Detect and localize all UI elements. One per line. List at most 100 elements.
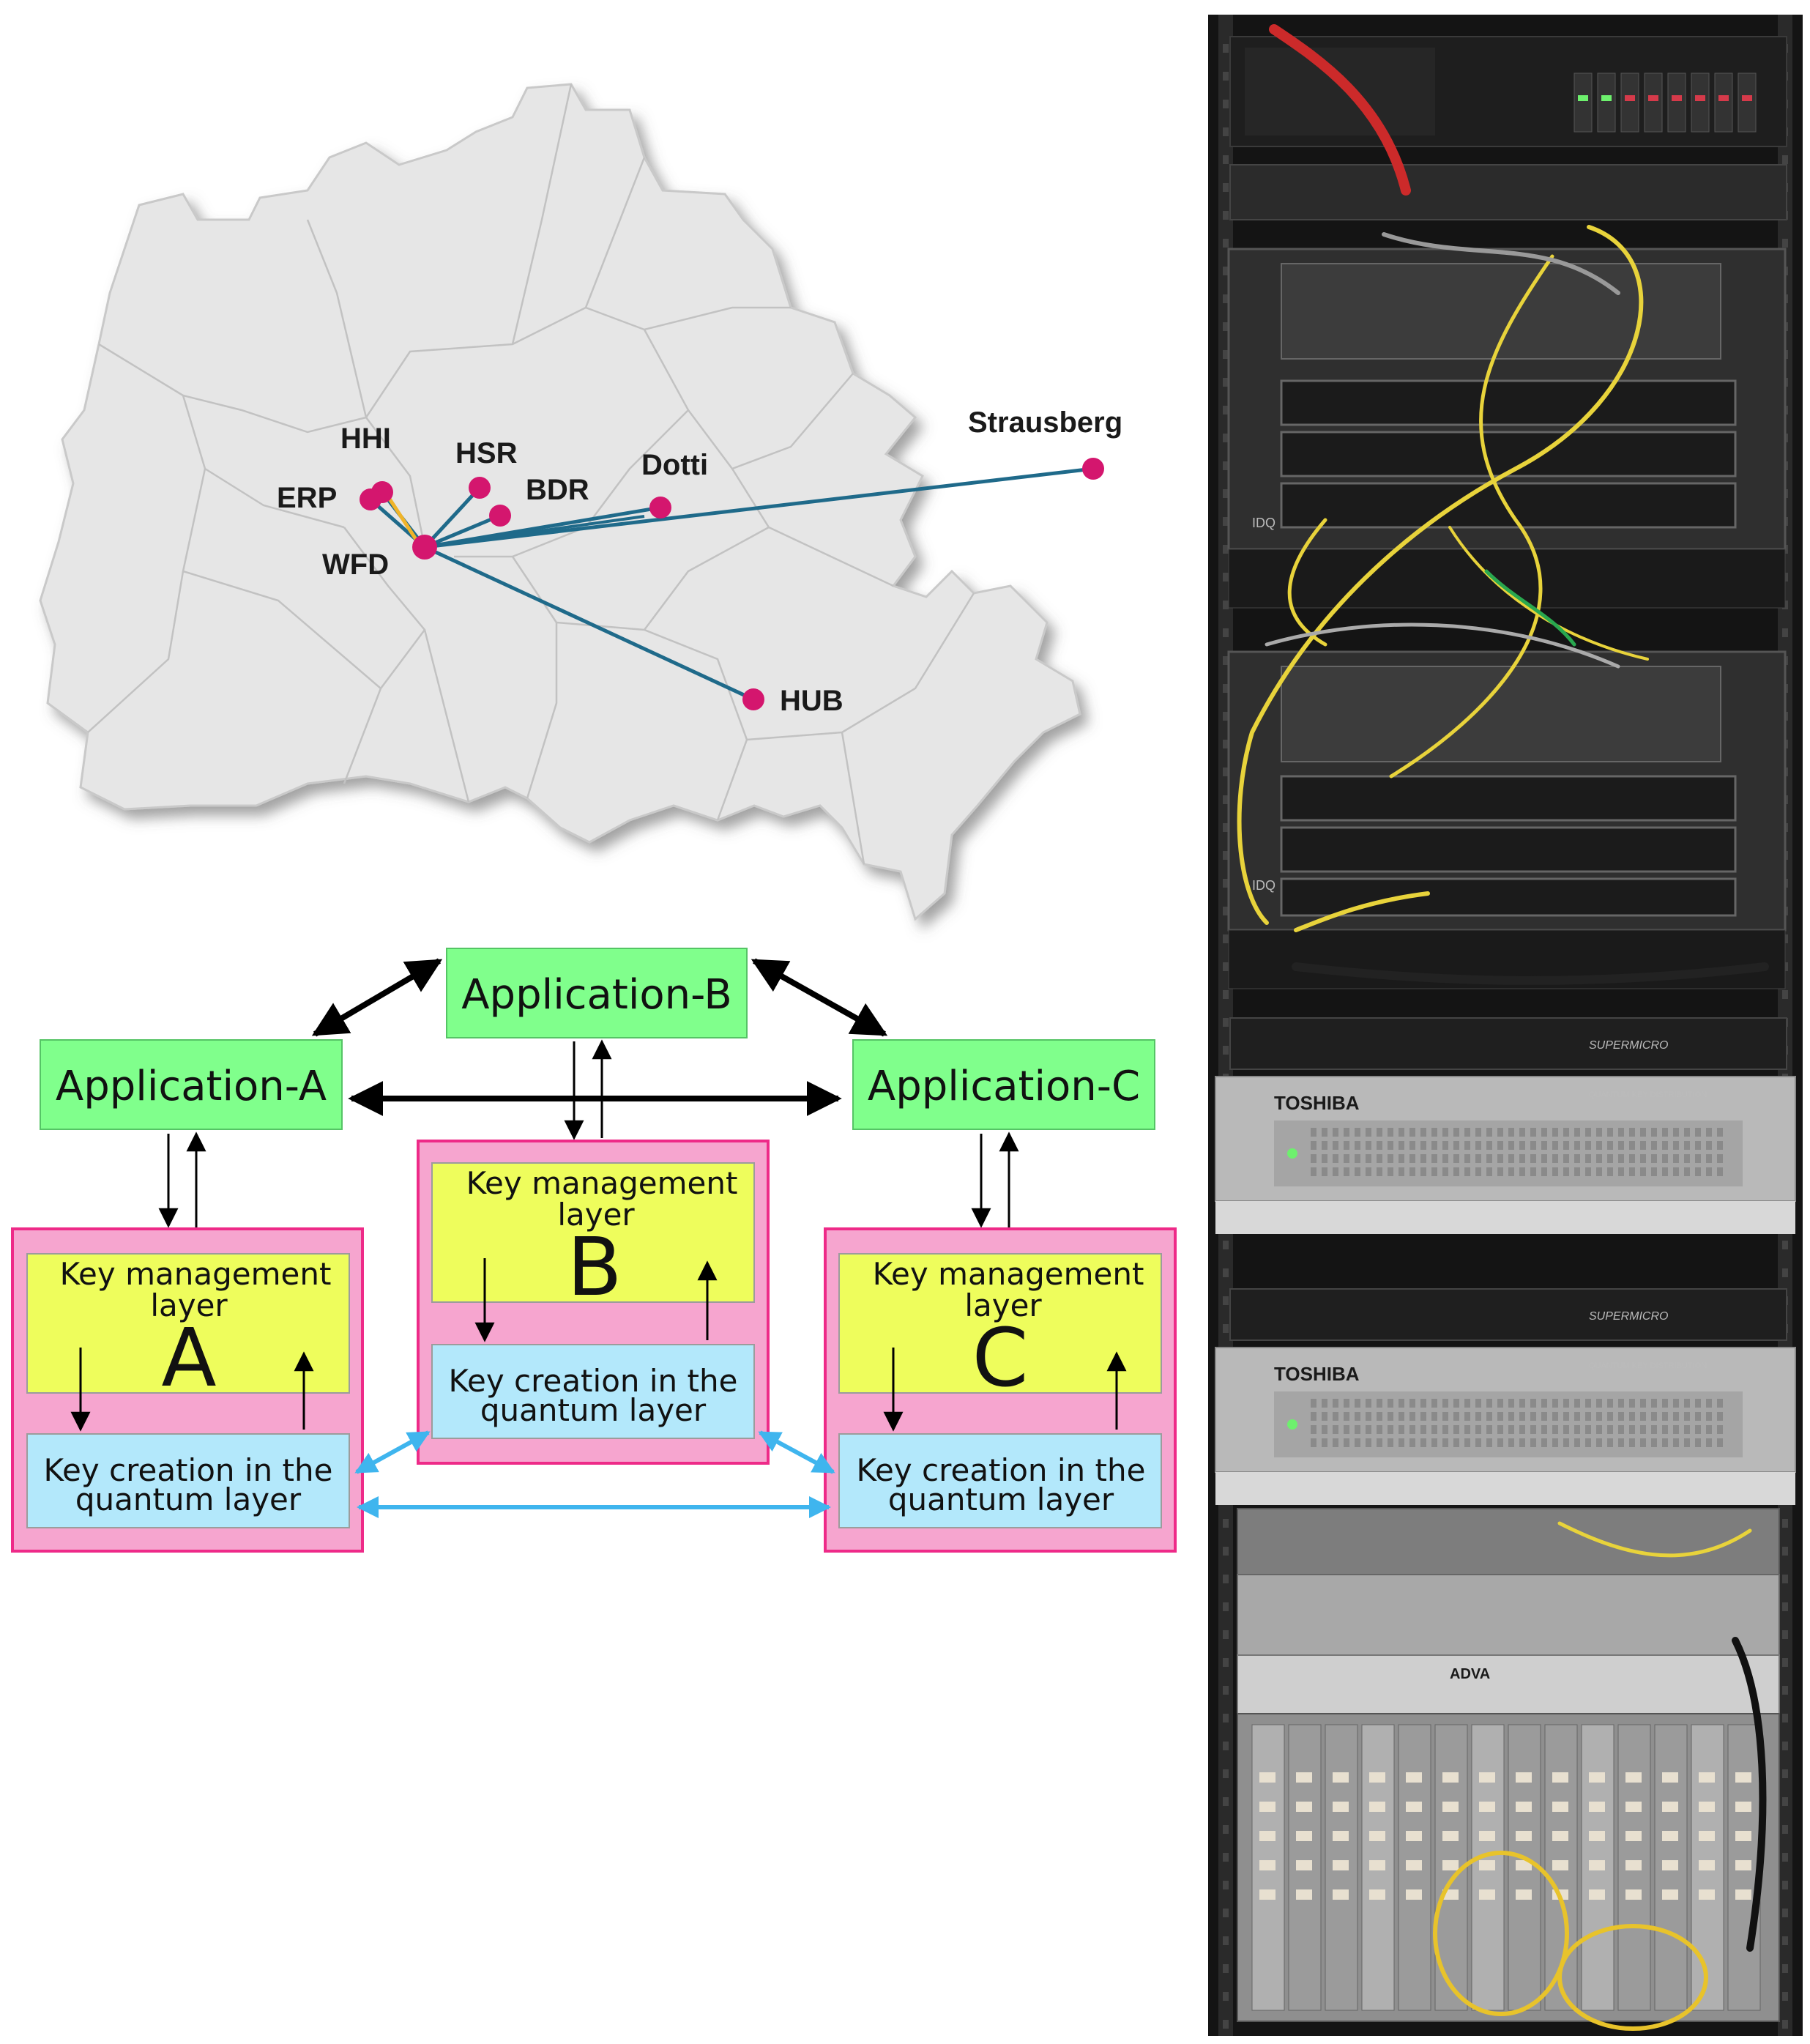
rail-hole <box>1223 1268 1229 1277</box>
district-border <box>365 417 426 548</box>
vent-slot <box>1673 1167 1679 1176</box>
vent-slot <box>1607 1438 1613 1447</box>
vent-slot <box>1574 1412 1580 1421</box>
vent-slot <box>1322 1425 1327 1434</box>
vent-slot <box>1366 1128 1371 1137</box>
application-c-box: Application-C <box>852 1039 1155 1130</box>
vent-slot <box>1706 1141 1712 1150</box>
application-c-label: Application-C <box>868 1063 1140 1110</box>
vent-slot <box>1453 1141 1459 1150</box>
adva-port <box>1442 1802 1459 1812</box>
rail-hole <box>1223 322 1229 331</box>
drive-bay <box>1714 73 1733 133</box>
vent-slot <box>1355 1438 1360 1447</box>
rail-hole <box>1223 934 1229 943</box>
rail-hole <box>1223 183 1229 192</box>
adva-port <box>1406 1802 1422 1812</box>
vent-slot <box>1519 1141 1525 1150</box>
vent-slot <box>1662 1425 1668 1434</box>
vent-slot <box>1355 1412 1360 1421</box>
vent-slot <box>1377 1167 1382 1176</box>
adva-port <box>1589 1860 1605 1870</box>
rail-hole <box>1223 656 1229 665</box>
vent-slot <box>1464 1425 1470 1434</box>
vent-slot <box>1486 1141 1492 1150</box>
vent-slot <box>1453 1438 1459 1447</box>
toshiba-logo-2: TOSHIBA <box>1274 1363 1360 1385</box>
vent-slot <box>1475 1412 1481 1421</box>
link-wfd-hhi-highlight <box>383 491 423 549</box>
drive-led <box>1625 95 1635 101</box>
application-a-label: Application-A <box>56 1063 327 1110</box>
vent-slot <box>1409 1399 1415 1408</box>
idq-logo-1: IDQ <box>1252 516 1275 530</box>
rail-hole <box>1223 1602 1229 1611</box>
vent-slot <box>1563 1141 1569 1150</box>
adva-port <box>1406 1889 1422 1900</box>
application-b-label: Application-B <box>461 971 732 1019</box>
adva-port <box>1406 1860 1422 1870</box>
rail-hole <box>1223 155 1229 164</box>
q-b-line2: quantum layer <box>480 1392 707 1428</box>
adva-port <box>1516 1772 1532 1783</box>
adva-port <box>1589 1802 1605 1812</box>
node-label-hub: HUB <box>780 685 843 717</box>
adva-port <box>1625 1860 1642 1870</box>
vent-slot <box>1355 1425 1360 1434</box>
vent-slot <box>1596 1399 1602 1408</box>
adva-port <box>1625 1889 1642 1900</box>
rail-hole <box>1223 1992 1229 2001</box>
rail-hole <box>1223 1575 1229 1583</box>
adva-port <box>1479 1772 1495 1783</box>
vent-slot <box>1640 1412 1646 1421</box>
vent-slot <box>1322 1412 1327 1421</box>
adva-port <box>1442 1831 1459 1841</box>
node-c-box: Key management layer C Key creation in t… <box>824 1227 1177 1553</box>
km-b-letter: B <box>567 1220 622 1314</box>
rack-svg: IDQ IDQ SUPERMICRO TOSHIBA QUANTUM KEY D… <box>1208 15 1803 2036</box>
vent-slot <box>1453 1167 1459 1176</box>
district-border <box>585 306 791 331</box>
adva-port <box>1333 1831 1349 1841</box>
vent-slot <box>1695 1167 1701 1176</box>
vent-slot <box>1673 1412 1679 1421</box>
vent-slot <box>1717 1425 1723 1434</box>
vent-slot <box>1344 1425 1349 1434</box>
vent-slot <box>1673 1128 1679 1137</box>
vent-slot <box>1399 1128 1404 1137</box>
vent-slot <box>1662 1399 1668 1408</box>
supermicro-server-1: SUPERMICRO <box>1229 1017 1787 1070</box>
node-label-hhi: HHI <box>340 423 391 455</box>
vent-slot <box>1695 1438 1701 1447</box>
rail-hole <box>1782 1909 1788 1917</box>
vent-slot <box>1695 1154 1701 1163</box>
rail-hole <box>1223 1714 1229 1722</box>
node-b-box: Key management layer B Key creation in t… <box>417 1140 770 1465</box>
adva-port <box>1552 1860 1568 1870</box>
vent-slot <box>1629 1412 1635 1421</box>
drive-bay <box>1597 73 1616 133</box>
adva-port <box>1735 1802 1751 1812</box>
node-label-strausberg: Strausberg <box>968 406 1122 439</box>
adva-port <box>1479 1860 1495 1870</box>
vent-slot <box>1651 1425 1657 1434</box>
rail-hole <box>1223 1936 1229 1945</box>
quantum-layer-a <box>26 1433 350 1528</box>
adva-port <box>1625 1802 1642 1812</box>
rail-hole <box>1782 1992 1788 2001</box>
vent-slot <box>1662 1154 1668 1163</box>
vent-slot <box>1464 1412 1470 1421</box>
vent-slot <box>1344 1399 1349 1408</box>
server-rack-photo: IDQ IDQ SUPERMICRO TOSHIBA QUANTUM KEY D… <box>1208 15 1803 2036</box>
adva-port <box>1296 1802 1312 1812</box>
vent-slot <box>1377 1425 1382 1434</box>
adva-port <box>1552 1772 1568 1783</box>
adva-port <box>1589 1772 1605 1783</box>
district-border <box>182 394 367 434</box>
vent-slot <box>1541 1167 1547 1176</box>
vent-slot <box>1431 1141 1437 1150</box>
vent-slot <box>1552 1425 1558 1434</box>
vent-slot <box>1475 1425 1481 1434</box>
vent-slot <box>1530 1425 1536 1434</box>
adva-port <box>1589 1889 1605 1900</box>
